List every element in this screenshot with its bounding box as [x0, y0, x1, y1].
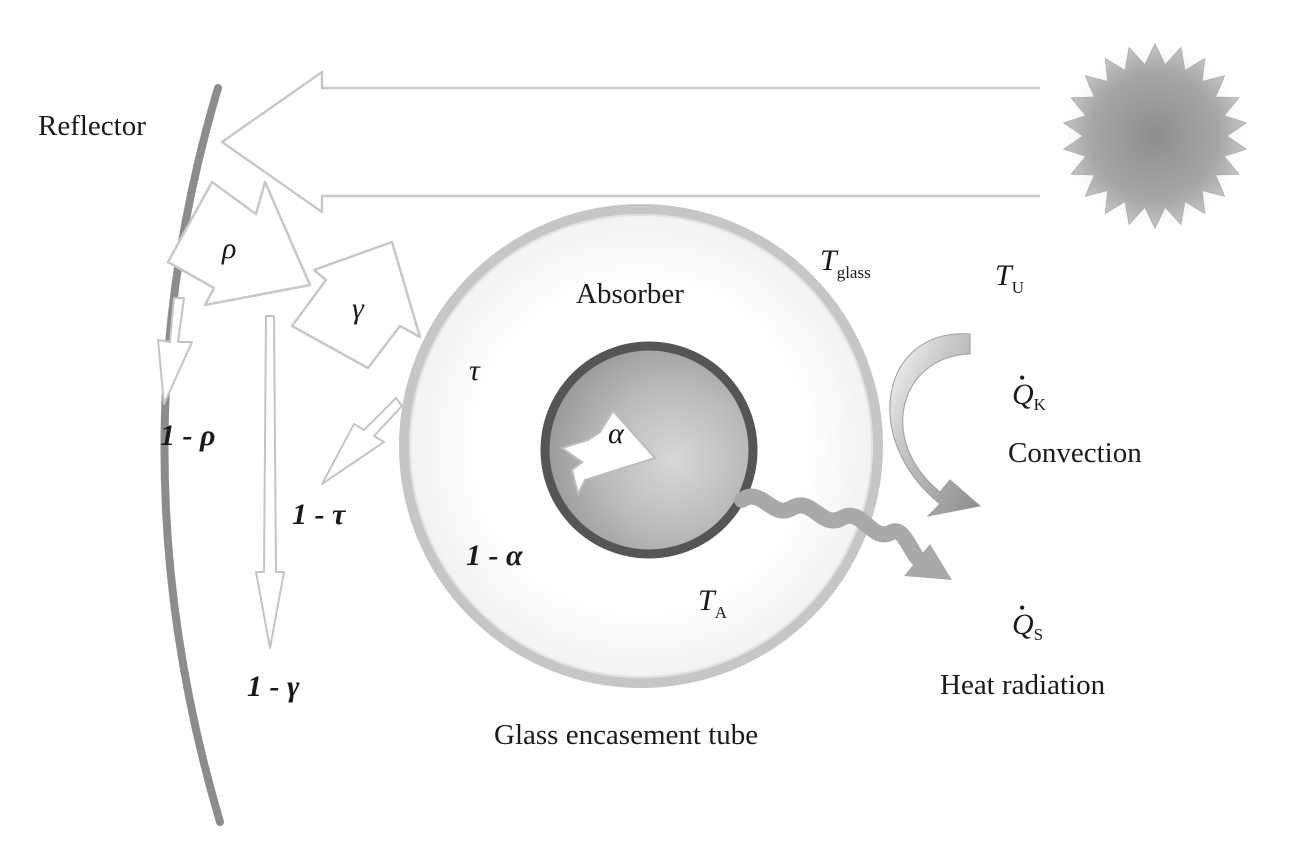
one-minus-tau-label: 1 - τ: [292, 498, 347, 531]
q-s-label: QS: [1012, 608, 1043, 644]
convection-arrow: [889, 333, 982, 517]
heat-radiation-label: Heat radiation: [940, 669, 1106, 701]
t-u-label: TU: [995, 259, 1024, 297]
gamma-arrow: [290, 240, 422, 370]
reflector-label: Reflector: [38, 110, 146, 142]
one-minus-tau-arrow: [321, 397, 403, 485]
one-minus-alpha-label: 1 - α: [466, 539, 523, 572]
incoming-radiation-arrow: [220, 70, 1040, 214]
reflector-curve: [160, 84, 224, 826]
t-a-label: TA: [698, 584, 728, 622]
one-minus-rho-arrow: [157, 297, 193, 405]
alpha-arrow: [559, 409, 657, 497]
q-k-label: QK: [1012, 378, 1047, 414]
glass-tube-label: Glass encasement tube: [494, 719, 758, 751]
one-minus-gamma-label: 1 - γ: [247, 670, 300, 703]
glass-inner-edge: [409, 214, 873, 678]
heat-radiation-wave: [734, 488, 928, 568]
one-minus-rho-label: 1 - ρ: [160, 419, 215, 452]
tau-symbol: τ: [469, 354, 481, 387]
heat-radiation-arrowhead: [904, 544, 952, 580]
rho-symbol: ρ: [221, 232, 236, 265]
q-s-dot: •: [1019, 598, 1025, 618]
one-minus-gamma-arrow: [255, 315, 285, 649]
t-glass-label: Tglass: [820, 244, 871, 282]
sun-icon: [1062, 42, 1248, 230]
alpha-symbol: α: [608, 417, 625, 450]
rho-arrow: [166, 180, 312, 307]
q-k-dot: •: [1019, 368, 1025, 388]
absorber-label: Absorber: [576, 278, 684, 310]
gamma-symbol: γ: [352, 292, 365, 325]
convection-label: Convection: [1008, 437, 1142, 469]
